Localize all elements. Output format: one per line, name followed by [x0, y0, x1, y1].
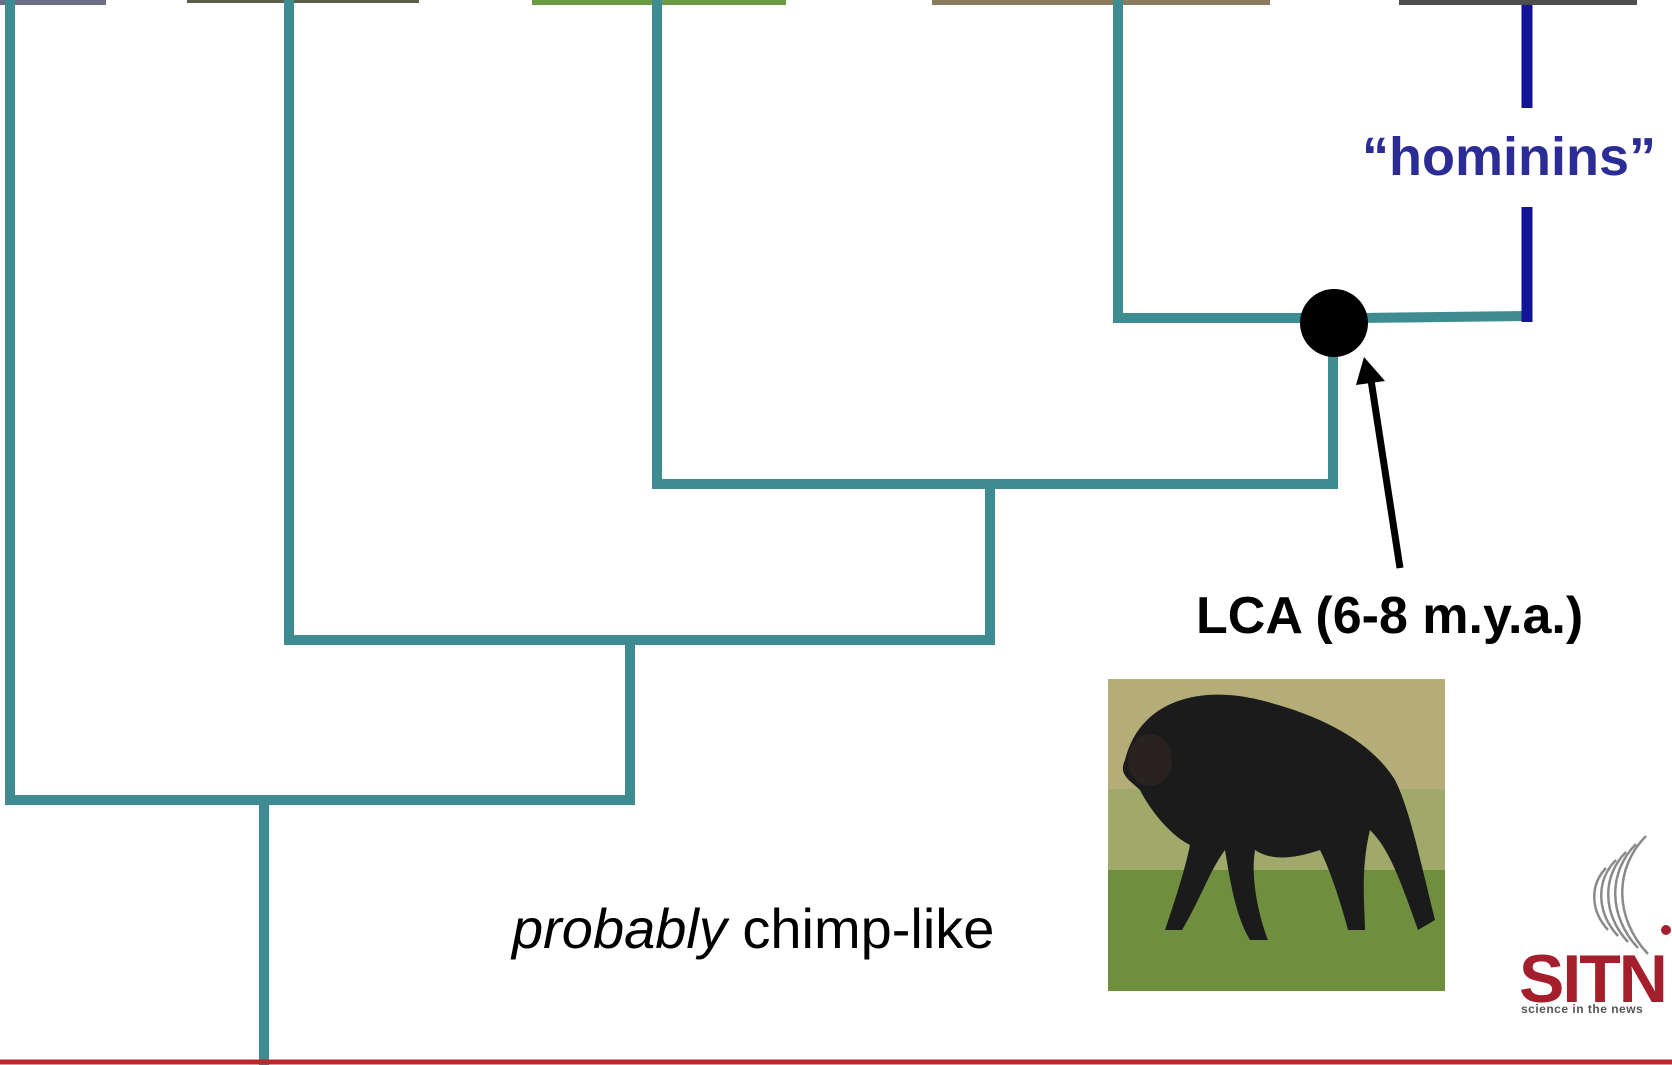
branch-hominin-sister: [1113, 0, 1367, 323]
branch-chimp-clade: [652, 0, 1338, 489]
chimp-caption-rest: chimp-like: [726, 897, 995, 960]
hominins-label: “hominins”: [1362, 127, 1656, 187]
chimp-caption-emphasis: probably: [512, 897, 727, 960]
lca-node: [1300, 289, 1368, 357]
branch-gorilla-clade: [284, 0, 995, 645]
branch-lca-join: [1356, 310, 1528, 324]
chimp-like-caption: probably chimp-like: [512, 896, 994, 961]
sitn-logo-text: SITN: [1519, 941, 1668, 1017]
lca-arrow: [1356, 357, 1404, 569]
sitn-logo-icon: [1593, 835, 1671, 955]
thumbnail-2: [187, 0, 419, 3]
branch-outgroup: [5, 0, 635, 805]
chimp-photo: [1108, 679, 1445, 991]
lca-label: LCA (6-8 m.y.a.): [1196, 587, 1584, 645]
thumbnail-1: [0, 0, 106, 5]
thumbnail-4: [932, 0, 1270, 5]
thumbnail-5: [1399, 0, 1637, 5]
tree-branches: [5, 0, 1528, 1065]
sitn-logo-subtitle: science in the news: [1521, 1002, 1644, 1016]
